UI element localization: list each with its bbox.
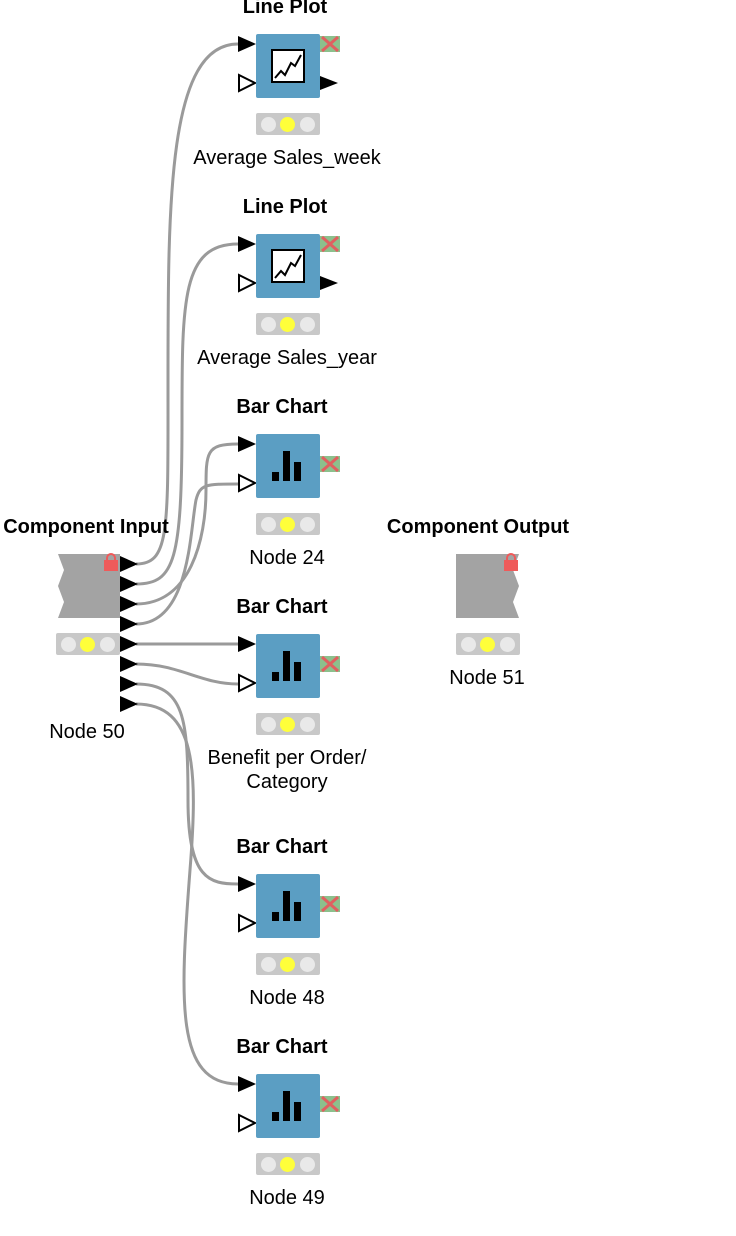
status-traffic-light bbox=[256, 1153, 320, 1175]
line-plot-icon[interactable] bbox=[236, 233, 346, 299]
node-label[interactable]: Node 24 bbox=[249, 547, 325, 569]
error-x-icon bbox=[320, 455, 340, 473]
bar-chart-icon[interactable] bbox=[236, 633, 346, 699]
node-title: Line Plot bbox=[242, 0, 328, 18]
connection-wire bbox=[135, 482, 239, 626]
node-label[interactable]: Average Sales_year bbox=[197, 347, 377, 369]
node-title: Line Plot bbox=[242, 196, 328, 218]
connection-wire bbox=[135, 702, 239, 1086]
node-title: Bar Chart bbox=[236, 396, 328, 418]
status-traffic-light bbox=[256, 513, 320, 535]
status-traffic-light bbox=[256, 953, 320, 975]
node-label[interactable]: Node 48 bbox=[249, 987, 325, 1009]
error-x-icon bbox=[320, 1095, 340, 1113]
status-traffic-light bbox=[456, 633, 520, 655]
node-label-line: Category bbox=[246, 771, 328, 793]
error-x-icon bbox=[320, 895, 340, 913]
node-label[interactable]: Average Sales_week bbox=[193, 147, 381, 169]
error-x-icon bbox=[320, 235, 340, 253]
node-label-line: Benefit per Order/ bbox=[207, 747, 367, 769]
bar-chart-icon[interactable] bbox=[236, 873, 346, 939]
connection-wire bbox=[135, 662, 239, 686]
connection-wire bbox=[135, 442, 239, 606]
lock-icon bbox=[104, 553, 118, 571]
line-plot-icon[interactable] bbox=[236, 33, 346, 99]
node-title: Bar Chart bbox=[236, 1036, 328, 1058]
node-title: Component Output bbox=[386, 516, 570, 538]
component-input-icon[interactable] bbox=[54, 552, 144, 712]
status-traffic-light bbox=[256, 713, 320, 735]
lock-icon bbox=[504, 553, 518, 571]
node-title: Bar Chart bbox=[236, 836, 328, 858]
node-title: Bar Chart bbox=[236, 596, 328, 618]
status-traffic-light bbox=[56, 633, 120, 655]
component-output-icon[interactable] bbox=[455, 553, 523, 619]
connection-wire bbox=[135, 42, 239, 566]
node-label[interactable]: Node 50 bbox=[49, 721, 125, 743]
error-x-icon bbox=[320, 35, 340, 53]
error-x-icon bbox=[320, 655, 340, 673]
bar-chart-icon[interactable] bbox=[236, 433, 346, 499]
status-traffic-light bbox=[256, 113, 320, 135]
node-label[interactable]: Node 51 bbox=[449, 667, 525, 689]
node-label[interactable]: Node 49 bbox=[249, 1187, 325, 1209]
bar-chart-icon[interactable] bbox=[236, 1073, 346, 1139]
connection-wire bbox=[135, 242, 239, 586]
status-traffic-light bbox=[256, 313, 320, 335]
node-title: Component Input bbox=[3, 516, 169, 538]
node-label[interactable]: Benefit per Order/ Category bbox=[167, 746, 407, 794]
connection-wire bbox=[135, 682, 239, 886]
